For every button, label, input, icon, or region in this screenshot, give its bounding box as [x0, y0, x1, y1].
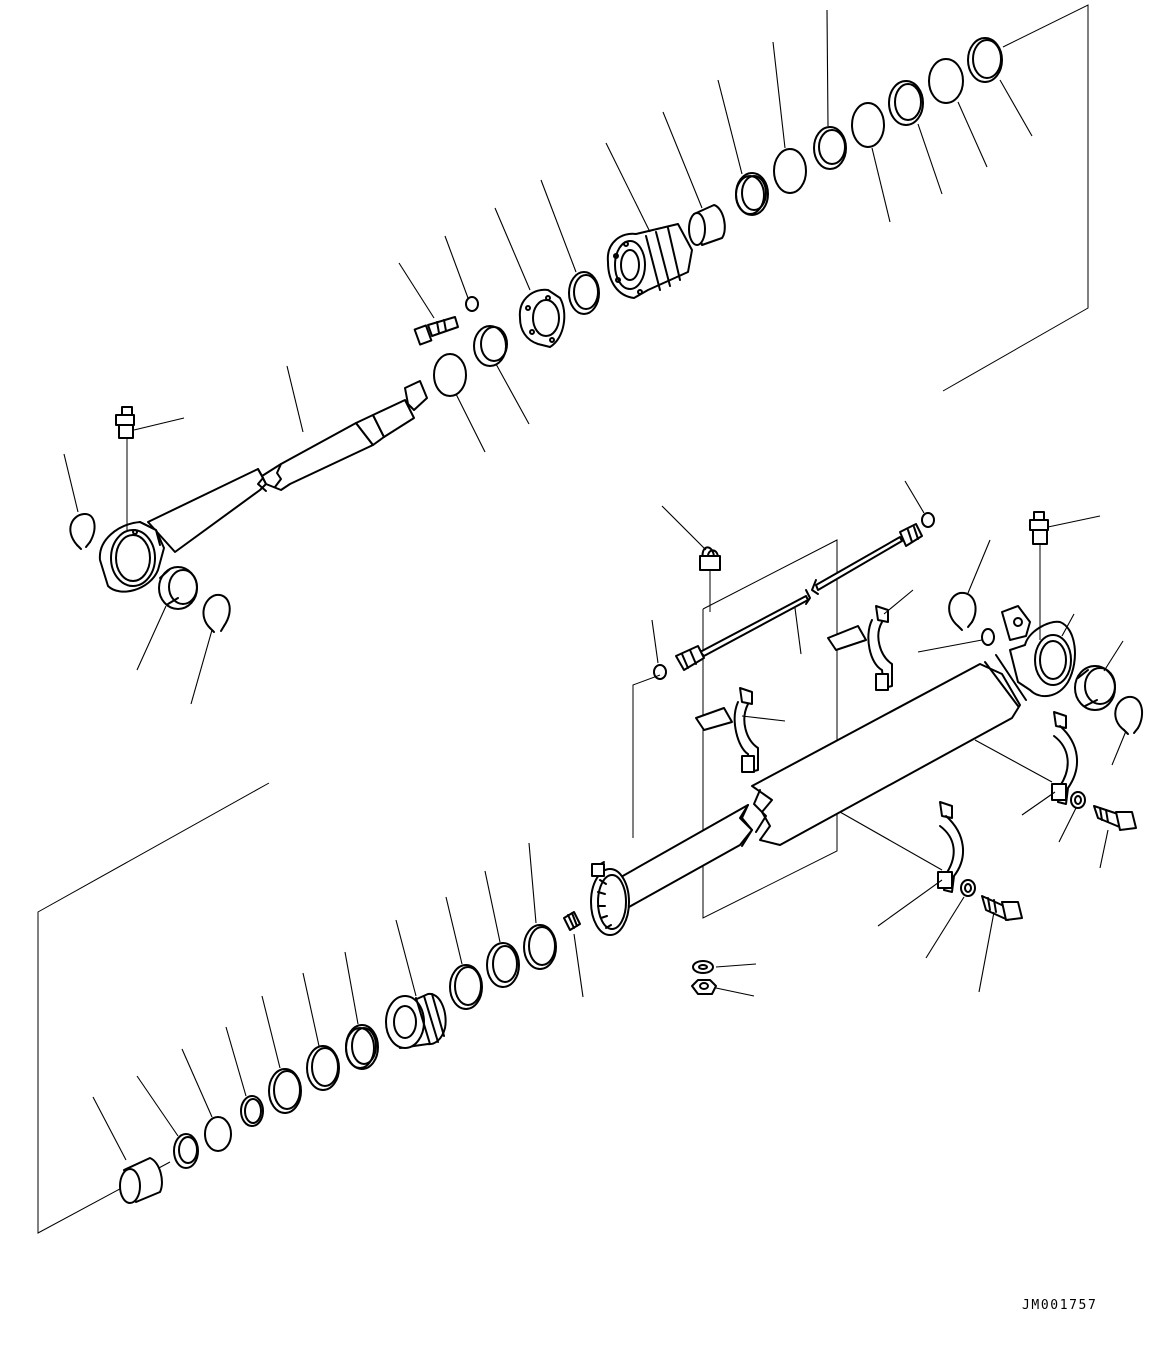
piston — [386, 994, 446, 1048]
u-bolt — [700, 547, 720, 612]
backup-ring-lower-2 — [174, 1134, 198, 1168]
pipe-line — [700, 524, 922, 656]
collar-lower — [120, 1158, 162, 1203]
washer-right — [1071, 792, 1085, 808]
plug — [564, 912, 580, 930]
snap-ring-tube-bushing — [1115, 697, 1142, 734]
drawing-reference-code: JM001757 — [1022, 1298, 1098, 1313]
o-ring-upper-3 — [929, 59, 963, 103]
o-ring-pipe-right — [922, 513, 934, 527]
o-ring-lower-2 — [241, 1096, 263, 1126]
spherical-bushing-tube — [1075, 666, 1115, 710]
bolt-upper — [415, 317, 458, 345]
o-ring-lower-3 — [205, 1117, 231, 1151]
backup-ring-lower-1 — [269, 1069, 301, 1113]
retainer-flange — [520, 290, 564, 347]
piston-rod — [148, 381, 427, 552]
spherical-bushing-rod — [159, 567, 197, 609]
rod-seal-upper — [474, 326, 507, 366]
clamp-right — [1052, 712, 1077, 804]
washer-upper — [466, 297, 478, 311]
cylinder-tube — [594, 655, 1026, 912]
rod-eye — [100, 522, 164, 592]
tube-mouth — [591, 864, 629, 935]
snap-ring-tube-eye — [949, 593, 975, 630]
tube-bottom-eye — [1002, 606, 1075, 696]
wear-ring-lower-2 — [487, 943, 519, 987]
tube-group-bracket — [633, 540, 837, 918]
buffer-ring-upper — [736, 173, 768, 215]
wear-ring-lower-1 — [524, 925, 556, 969]
pipe-nut-end — [676, 646, 704, 670]
snap-ring-rod-bushing — [203, 595, 229, 632]
bolt-right — [1094, 806, 1136, 830]
leader-lines — [64, 10, 1126, 1160]
o-ring-pipe-left — [654, 665, 666, 679]
upper-group-bracket — [943, 5, 1088, 391]
snap-ring-upper — [968, 38, 1002, 82]
backup-ring-upper-2 — [814, 127, 846, 169]
clamp-upper — [828, 606, 892, 690]
cylinder-head — [608, 224, 692, 298]
backup-ring-upper-3 — [889, 81, 923, 125]
o-ring-lower-1 — [307, 1046, 339, 1090]
wear-ring-lower-3 — [450, 965, 482, 1009]
washer-u-bolt — [693, 961, 713, 973]
clamp-lower — [938, 802, 963, 892]
grease-fitting-tube — [1030, 512, 1048, 640]
bushing-upper — [689, 205, 725, 245]
clamp-left — [696, 688, 758, 772]
piston-seal-lower — [346, 1025, 378, 1069]
o-ring-upper-1 — [774, 149, 806, 193]
o-ring-upper-2 — [852, 103, 884, 147]
lower-group-bracket — [38, 783, 269, 1233]
grease-fitting-rod — [116, 407, 134, 530]
snap-ring-rod-eye — [70, 514, 94, 549]
washer-lower — [961, 880, 975, 896]
o-ring-tube-eye — [982, 629, 994, 645]
bolt-lower — [982, 896, 1022, 920]
nut-u-bolt — [692, 980, 716, 994]
backup-ring-upper — [569, 272, 599, 314]
dust-seal-upper — [434, 354, 466, 396]
